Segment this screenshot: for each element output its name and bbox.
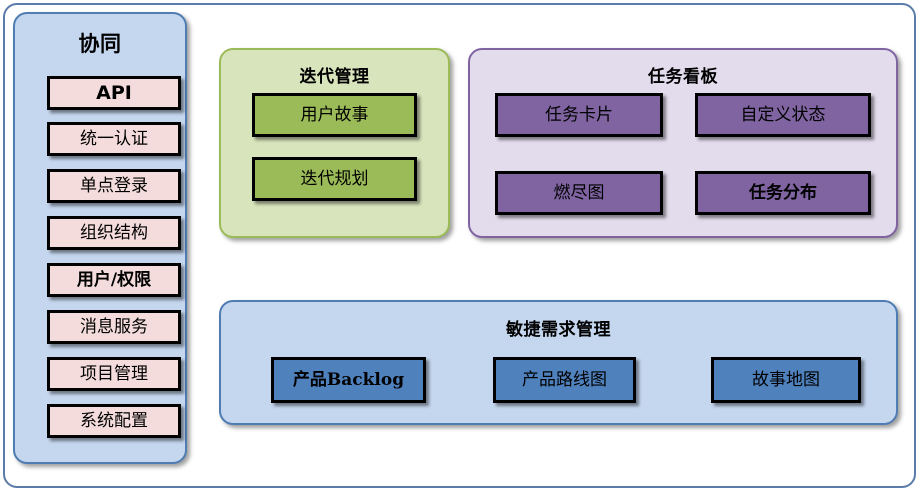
requirements-item-product-backlog[interactable]: 产品Backlog [271, 357, 426, 403]
sidebar-item-message-service[interactable]: 消息服务 [47, 310, 181, 344]
group-panel-iteration-management[interactable]: 迭代管理 用户故事 迭代规划 [219, 48, 450, 238]
group-panel-agile-requirements[interactable]: 敏捷需求管理 产品Backlog 产品路线图 故事地图 [219, 300, 898, 425]
sidebar-item-system-config[interactable]: 系统配置 [47, 404, 181, 438]
taskboard-item-task-card[interactable]: 任务卡片 [495, 93, 663, 137]
sidebar-item-user-permission[interactable]: 用户/权限 [47, 263, 181, 297]
requirements-item-product-roadmap[interactable]: 产品路线图 [493, 357, 636, 403]
group-title-agile-requirements: 敏捷需求管理 [506, 320, 611, 340]
iteration-item-user-story[interactable]: 用户故事 [252, 93, 417, 137]
requirements-item-story-map[interactable]: 故事地图 [711, 357, 861, 403]
diagram-outer-frame [3, 3, 916, 488]
group-title-taskboard: 任务看板 [648, 67, 718, 87]
group-panel-taskboard[interactable]: 任务看板 任务卡片 自定义状态 燃尽图 任务分布 [468, 48, 898, 238]
taskboard-item-burndown-chart[interactable]: 燃尽图 [495, 171, 663, 215]
sidebar-item-api[interactable]: API [47, 76, 181, 110]
sidebar-item-org-structure[interactable]: 组织结构 [47, 216, 181, 250]
sidebar-item-single-sign-on[interactable]: 单点登录 [47, 169, 181, 203]
group-title-collaboration: 协同 [78, 32, 122, 56]
group-panel-collaboration[interactable]: 协同 API 统一认证 单点登录 组织结构 用户/权限 消息服务 项目管理 系统… [13, 12, 187, 464]
iteration-item-iteration-planning[interactable]: 迭代规划 [252, 157, 417, 201]
sidebar-item-project-management[interactable]: 项目管理 [47, 357, 181, 391]
taskboard-item-custom-status[interactable]: 自定义状态 [695, 93, 871, 137]
group-title-iteration-management: 迭代管理 [299, 67, 370, 87]
taskboard-item-task-distribution[interactable]: 任务分布 [695, 171, 871, 215]
sidebar-item-unified-auth[interactable]: 统一认证 [47, 122, 181, 156]
